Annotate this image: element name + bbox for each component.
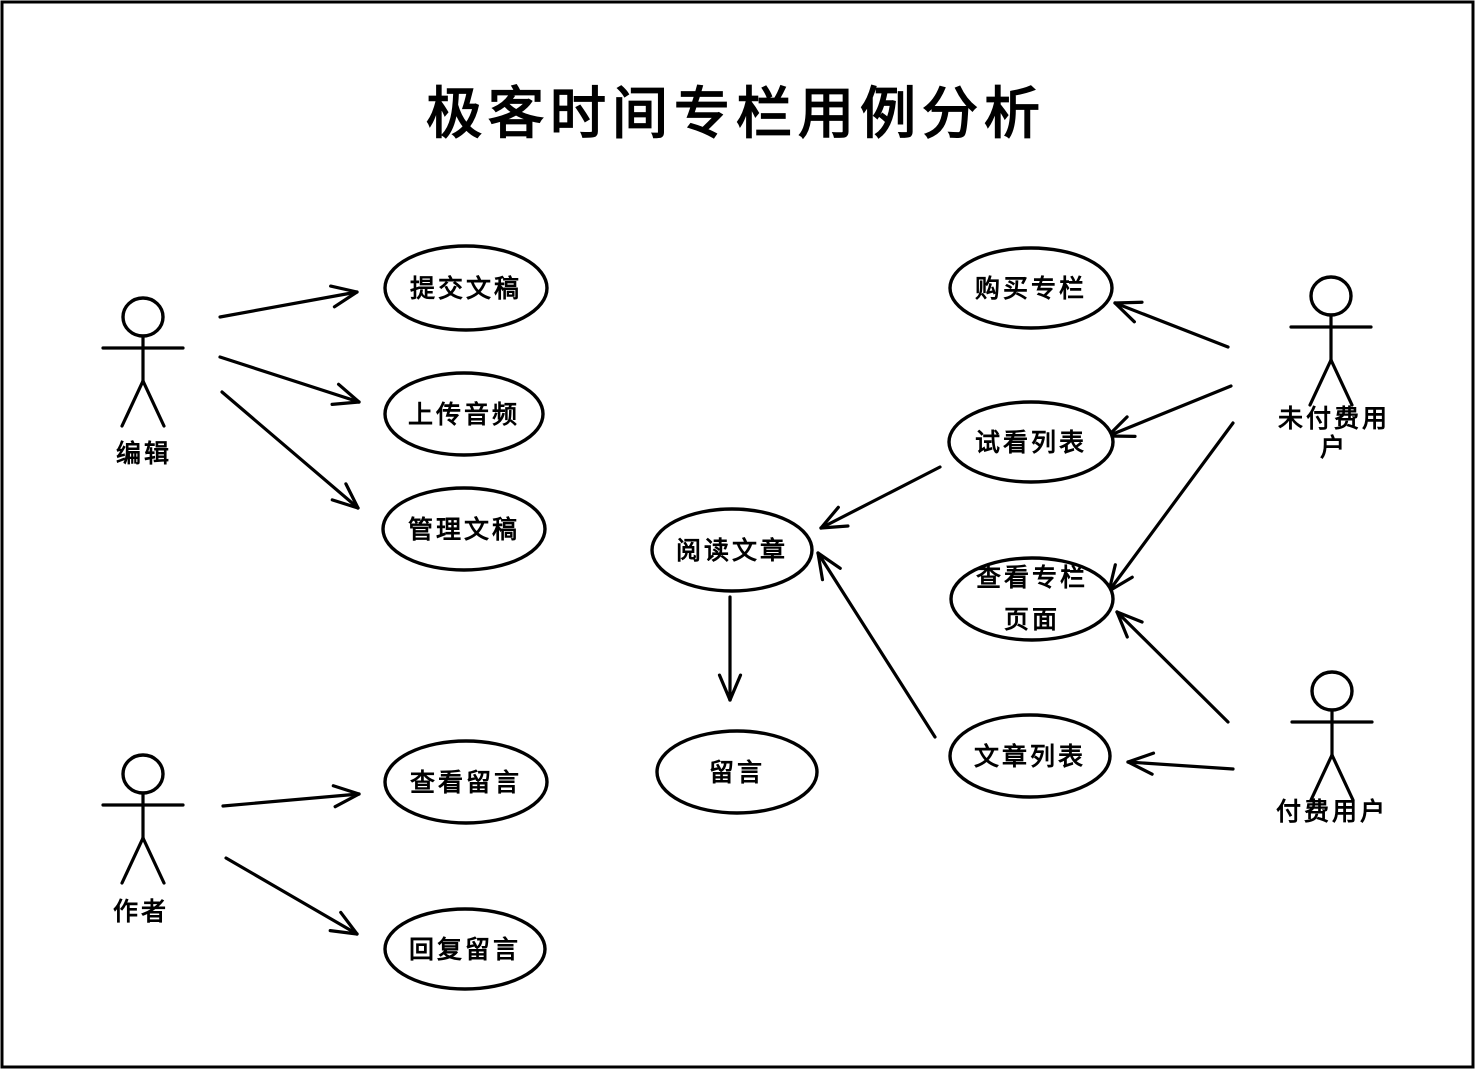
usecase-label-comment: 留言 [709, 758, 765, 787]
usecase-ellipse [383, 371, 545, 457]
usecase-ellipse [948, 713, 1112, 799]
arrowhead-icon [1126, 751, 1156, 764]
actor-head-icon [1310, 670, 1354, 712]
edge-author-to-reply-comments [224, 856, 359, 936]
usecase-submit-draft: 提交文稿 [383, 244, 549, 332]
arrowhead-icon [1113, 300, 1144, 305]
edge-editor-to-manage-drafts [220, 390, 360, 510]
arrowhead-icon [330, 498, 360, 510]
edge-paid-user-to-view-column-page [1115, 610, 1230, 724]
usecase-trial-list: 试看列表 [947, 400, 1115, 484]
usecase-ellipse [650, 507, 814, 593]
arrowhead-icon [1126, 760, 1154, 776]
usecase-ellipse [383, 907, 547, 991]
actor-head-icon [121, 296, 165, 338]
edge-trial-list-to-read-article [819, 465, 942, 530]
usecase-ellipse [949, 556, 1115, 642]
usecase-ellipse [948, 246, 1114, 330]
usecase-buy-column: 购买专栏 [948, 246, 1114, 330]
diagram-title: 极客时间专栏用例分析 [426, 82, 1046, 147]
arrowhead-icon [344, 482, 360, 510]
usecase-ellipse [383, 739, 549, 825]
actor-label-paid-user: 付费用户 [1276, 797, 1388, 826]
edge-editor-to-upload-audio [218, 355, 361, 406]
actor-head-icon [121, 753, 165, 795]
edge-unpaid-user-to-buy-column [1113, 300, 1230, 349]
arrowhead-icon [1107, 575, 1134, 593]
usecase-label-manage-drafts: 管理文稿 [408, 515, 520, 544]
arrowhead-icon [329, 284, 359, 294]
usecase-upload-audio: 上传音频 [383, 371, 545, 457]
arrowhead-icon [339, 910, 359, 936]
usecase-view-comments: 查看留言 [383, 739, 549, 825]
edge-read-article-to-comment [717, 595, 743, 702]
usecase-ellipse [947, 400, 1115, 484]
usecase-ellipse [383, 244, 549, 332]
arrowhead-icon [331, 784, 361, 796]
usecase-label-view-column-page: 查看专栏页面 [976, 563, 1088, 634]
arrowhead-icon [328, 929, 359, 936]
edge-editor-to-submit-draft [218, 284, 359, 319]
arrowhead-icon [332, 290, 359, 309]
arrowhead-icon [717, 673, 732, 702]
usecase-label-trial-list: 试看列表 [975, 428, 1087, 457]
arrowhead-icon [336, 382, 361, 404]
usecase-read-article: 阅读文章 [650, 507, 814, 593]
edge-author-to-view-comments [221, 784, 361, 809]
arrowhead-icon [330, 400, 361, 406]
usecase-ellipse [655, 729, 819, 815]
actor-paid-user: 付费用户 [1276, 670, 1388, 826]
arrowhead-icon [816, 551, 842, 570]
arrowhead-icon [1113, 301, 1136, 324]
usecase-ellipse [381, 486, 547, 572]
arrowhead-icon [1115, 610, 1129, 639]
actor-head-icon [1309, 275, 1353, 317]
edges-layer [218, 284, 1235, 936]
usecase-manage-drafts: 管理文稿 [381, 486, 547, 572]
usecase-label-article-list: 文章列表 [974, 742, 1086, 771]
actor-label-unpaid-user: 未付费用户 [1278, 404, 1390, 462]
usecase-label-buy-column: 购买专栏 [975, 274, 1087, 303]
arrowhead-icon [816, 551, 825, 582]
edge-paid-user-to-article-list [1126, 751, 1235, 776]
usecase-label-reply-comments: 回复留言 [409, 935, 521, 964]
arrowhead-icon [728, 673, 743, 702]
arrowhead-icon [333, 792, 361, 809]
actor-label-editor: 编辑 [116, 439, 172, 468]
actor-editor: 编辑 [101, 296, 185, 468]
arrowhead-icon [1115, 610, 1144, 624]
usecase-label-submit-draft: 提交文稿 [410, 274, 522, 303]
actor-author: 作者 [101, 753, 185, 926]
arrowhead-icon [819, 524, 850, 530]
usecase-label-upload-audio: 上传音频 [408, 400, 520, 429]
actor-unpaid-user: 未付费用户 [1278, 275, 1390, 462]
actor-label-author: 作者 [113, 897, 169, 926]
edge-unpaid-user-to-view-column-page [1107, 421, 1235, 593]
usecase-reply-comments: 回复留言 [383, 907, 547, 991]
usecase-view-column-page: 查看专栏页面 [949, 556, 1115, 642]
edge-article-list-to-read-article [816, 551, 937, 739]
usecase-article-list: 文章列表 [948, 713, 1112, 799]
usecase-label-view-comments: 查看留言 [410, 768, 522, 797]
arrowhead-icon [819, 505, 840, 530]
edge-unpaid-user-to-trial-list [1106, 384, 1233, 438]
usecase-comment: 留言 [655, 729, 819, 815]
usecase-label-read-article: 阅读文章 [676, 536, 788, 565]
